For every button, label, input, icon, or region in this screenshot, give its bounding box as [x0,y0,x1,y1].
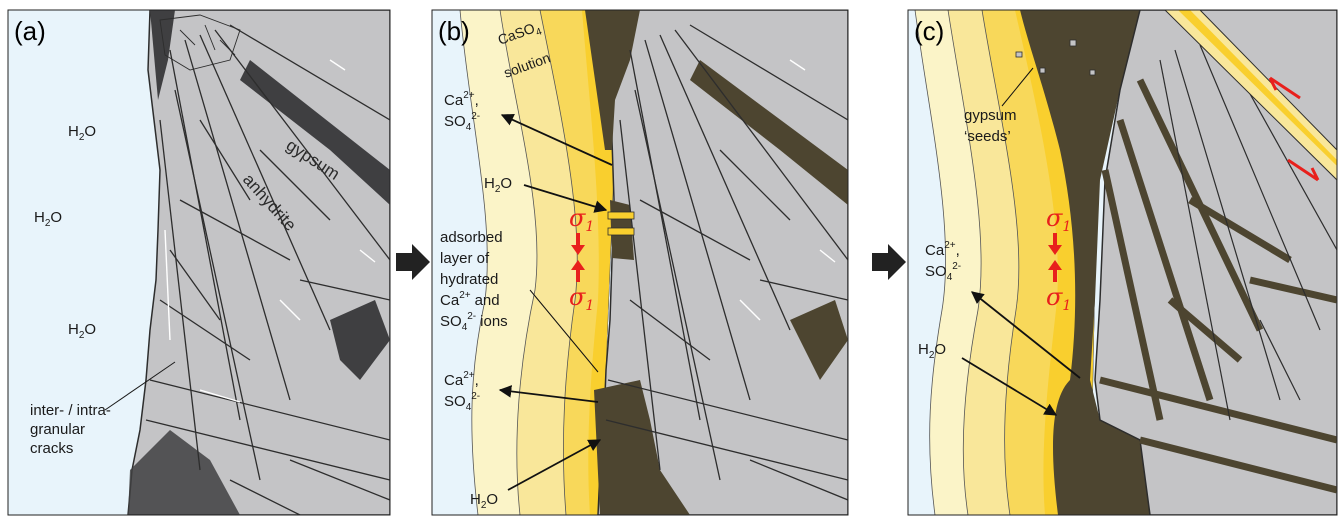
panel-c-letter: (c) [914,16,944,46]
panel-a: (a) H2O H2O H2O gypsum anhydrite inter- … [8,10,390,515]
panel-c-grain-boundaries [1159,39,1337,421]
panel-a-grain-boundaries [145,24,390,515]
panel-a-h2o-label: H2O [68,123,96,143]
panel-b-stress-up-arrow [571,260,585,282]
panel-a-cracks-leader [104,361,176,411]
panel-b-h2o-label-bottom: H2O [470,491,498,511]
panel-b-gypsum-vein [690,60,848,205]
panel-a-gypsum-vein [150,10,175,100]
panel-a-cracks-label: inter- / intra- granular cracks [30,402,115,457]
panel-b-stress-down-arrow [571,233,585,255]
panel-a-cracks [164,59,376,403]
panel-b-crack-fill [607,211,635,220]
panel-a-h2o-label: H2O [34,209,62,229]
panel-b-h2o-label: H2O [484,175,512,195]
panel-c-shear-band-core [1178,10,1337,166]
panel-b-ion-label-bottom: Ca2+, SO42- [444,370,483,413]
panel-b-grain-boundaries [605,24,848,501]
panel-c-frame [907,9,1338,516]
panel-b: (b) CaSO4 solution Ca2+, SO42- H2O adsor… [432,10,848,515]
panel-c-shear-band [1164,10,1337,181]
panel-b-frame [431,9,849,516]
panel-c-seeds-label: gypsum ‘seeds’ [964,107,1021,145]
panel-c-stress-up-arrow [1048,260,1062,282]
panel-b-arrow-ion-bottom [498,385,599,403]
panel-c-gypsum-seeds [1015,39,1096,76]
panel-c-stress-down-arrow [1048,233,1062,255]
panel-b-cracks [739,59,836,321]
panel-b-arrow-h2o-bottom [507,439,602,491]
panel-b-ion-label-top: Ca2+, SO42- [444,90,483,133]
panel-b-adsorbed-leader [529,289,599,373]
panel-a-letter: (a) [14,16,46,46]
panel-c-seeds-leader [1001,67,1034,107]
panel-a-gypsum-vein [128,430,240,515]
panel-c-ion-label: Ca2+, SO42- [925,240,964,283]
panel-arrow-right-icon [872,244,906,280]
panel-b-sigma-top: σ1 [569,204,594,235]
panel-c-arrow-ion [971,291,1081,379]
panel-b-sigma-bottom: σ1 [569,283,594,314]
panel-b-arrow-ion-top [500,113,613,166]
panel-c-sigma-top: σ1 [1046,204,1071,235]
panel-a-frame [7,9,391,516]
panel-arrow-right-icon [396,244,430,280]
panel-c-gypsum-body [1020,10,1150,515]
panel-b-arrow-h2o [523,184,608,213]
panel-b-gypsum-fill [594,380,690,515]
panel-c-arrow-h2o [961,357,1058,416]
panel-c: (c) gypsum ‘seeds’ Ca2+, SO42- H2O σ1 σ1 [908,10,1337,515]
panel-a-fine-grains [159,14,241,71]
panel-c-gypsum-veins [1099,78,1337,494]
panel-b-letter: (b) [438,16,470,46]
panel-b-crack-fill [607,227,635,236]
panel-b-gypsum-vein [790,300,848,380]
panel-a-gypsum-vein [240,60,390,205]
panel-c-sigma-bottom: σ1 [1046,283,1071,314]
panel-a-h2o-label: H2O [68,321,96,341]
panel-c-shear-arrow-down [1287,158,1320,182]
panel-b-adsorbed-label: adsorbed layer of hydrated Ca2+and SO42-… [440,229,508,333]
panel-a-gypsum-vein [330,300,390,380]
panel-b-gypsum-fill [585,10,640,150]
panel-c-shear-arrow-up [1268,76,1301,100]
panel-c-h2o-label: H2O [918,341,946,361]
